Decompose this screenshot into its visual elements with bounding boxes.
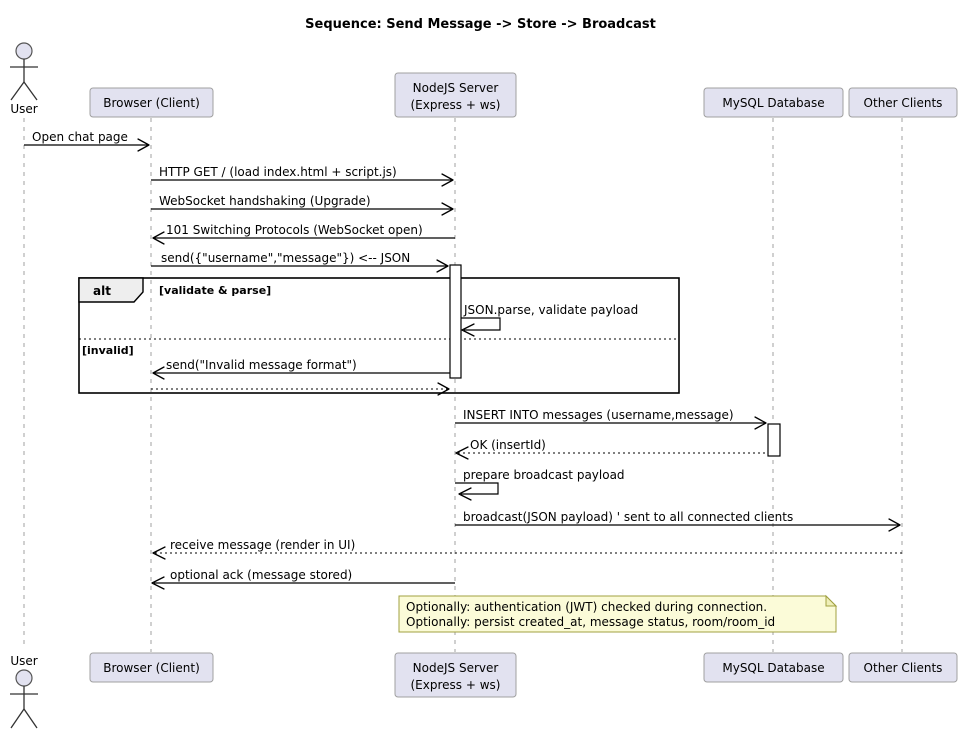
arrowhead-icon: [151, 576, 165, 590]
message-invalid-format[interactable]: send("Invalid message format"): [152, 358, 450, 380]
arrowhead-icon: [458, 487, 472, 501]
participant-header-server[interactable]: NodeJS Server (Express + ws): [394, 72, 517, 118]
arrowhead-icon: [441, 173, 454, 187]
participant-label-server-footer: NodeJS Server: [413, 661, 499, 675]
participant-label-browser: Browser (Client): [103, 96, 200, 110]
arrowhead-icon: [754, 416, 767, 430]
message-json-parse-validate[interactable]: JSON.parse, validate payload: [461, 303, 638, 337]
participant-header-mysql[interactable]: MySQL Database: [703, 87, 844, 118]
participant-footer-browser[interactable]: Browser (Client): [89, 652, 214, 683]
participant-sublabel-server-footer: (Express + ws): [411, 678, 501, 692]
alt-frame-tab: [78, 277, 144, 303]
participant-label-clients-footer: Other Clients: [864, 661, 943, 675]
message-label: OK (insertId): [470, 438, 546, 452]
participant-footer-mysql[interactable]: MySQL Database: [703, 652, 844, 683]
participant-label-mysql-footer: MySQL Database: [722, 661, 824, 675]
message-self-loop: [461, 317, 501, 331]
participant-box-server[interactable]: [394, 72, 517, 118]
message-implicit-return[interactable]: [151, 382, 450, 396]
message-broadcast-payload[interactable]: broadcast(JSON payload) ' sent to all co…: [455, 510, 901, 532]
actor-leg-left-icon: [10, 708, 25, 729]
arrowhead-icon: [137, 138, 150, 152]
message-101-switching-protocols[interactable]: 101 Switching Protocols (WebSocket open): [152, 223, 455, 245]
message-label: 101 Switching Protocols (WebSocket open): [166, 223, 423, 237]
actor-leg-left-icon: [10, 81, 25, 101]
participant-label-user-footer: User: [10, 654, 37, 668]
alt-fragment: alt [validate & parse] [invalid]: [78, 277, 680, 394]
message-send-json[interactable]: send({"username","message"}) <-- JSON: [151, 251, 449, 273]
arrowhead-icon: [152, 366, 165, 380]
message-label: prepare broadcast payload: [463, 468, 625, 482]
message-insert-into-messages[interactable]: INSERT INTO messages (username,message): [455, 408, 767, 430]
participant-label-user: User: [10, 102, 37, 116]
arrowhead-icon: [436, 259, 449, 273]
participant-box-mysql-footer[interactable]: [703, 652, 844, 683]
participant-box-server-footer[interactable]: [394, 652, 517, 698]
message-websocket-handshaking[interactable]: WebSocket handshaking (Upgrade): [151, 194, 454, 216]
message-http-get[interactable]: HTTP GET / (load index.html + script.js): [151, 165, 454, 187]
participant-footer-clients[interactable]: Other Clients: [848, 652, 958, 683]
message-label: optional ack (message stored): [170, 568, 352, 582]
participant-sublabel-server: (Express + ws): [411, 98, 501, 112]
message-label: send("Invalid message format"): [166, 358, 357, 372]
message-self-loop: [455, 482, 499, 495]
activation-bar-mysql: [767, 423, 781, 457]
participant-header-user[interactable]: User: [10, 42, 38, 116]
message-label: broadcast(JSON payload) ' sent to all co…: [463, 510, 793, 524]
arrowhead-icon: [152, 231, 165, 245]
participant-box-clients[interactable]: [848, 87, 958, 118]
message-label: Open chat page: [32, 130, 128, 144]
arrowhead-icon: [455, 446, 469, 460]
message-label: JSON.parse, validate payload: [463, 303, 638, 317]
note-body: [398, 595, 837, 633]
participant-label-mysql: MySQL Database: [722, 96, 824, 110]
actor-head-icon: [15, 669, 33, 687]
page-title: Sequence: Send Message -> Store -> Broad…: [305, 17, 656, 32]
note-line-1: Optionally: authentication (JWT) checked…: [406, 600, 767, 614]
message-label: send({"username","message"}) <-- JSON: [161, 251, 410, 265]
actor-leg-right-icon: [23, 81, 38, 101]
message-prepare-broadcast-payload[interactable]: prepare broadcast payload: [455, 468, 625, 501]
participant-label-clients: Other Clients: [864, 96, 943, 110]
arrowhead-icon: [461, 323, 475, 337]
arrowhead-icon: [441, 202, 454, 216]
note-line-2: Optionally: persist created_at, message …: [406, 615, 775, 629]
arrowhead-icon: [152, 546, 166, 560]
participant-label-browser-footer: Browser (Client): [103, 661, 200, 675]
message-label: INSERT INTO messages (username,message): [463, 408, 734, 422]
message-optional-ack[interactable]: optional ack (message stored): [151, 568, 455, 590]
alt-frame-guard-else: [invalid]: [82, 344, 134, 357]
activation-bar-server: [449, 264, 462, 379]
message-ok-insertid[interactable]: OK (insertId): [455, 438, 768, 460]
participant-header-clients[interactable]: Other Clients: [848, 87, 958, 118]
arrowhead-icon: [888, 518, 901, 532]
alt-frame-border: [78, 277, 680, 394]
alt-frame-keyword: alt: [93, 284, 111, 298]
participant-footer-server[interactable]: NodeJS Server (Express + ws): [394, 652, 517, 698]
participant-box-browser[interactable]: [89, 87, 214, 118]
participant-footer-user[interactable]: User: [10, 654, 38, 729]
participant-box-browser-footer[interactable]: [89, 652, 214, 683]
actor-head-icon: [15, 42, 33, 60]
message-receive-message[interactable]: receive message (render in UI): [152, 538, 902, 560]
note-fold-corner-icon: [825, 594, 838, 607]
participant-box-mysql[interactable]: [703, 87, 844, 118]
participant-label-server: NodeJS Server: [413, 81, 499, 95]
alt-frame-guard-primary: [validate & parse]: [159, 284, 271, 297]
message-label: WebSocket handshaking (Upgrade): [159, 194, 371, 208]
message-open-chat-page[interactable]: Open chat page: [24, 130, 150, 152]
arrowhead-icon: [437, 382, 450, 396]
message-label: receive message (render in UI): [170, 538, 355, 552]
lifelines: [23, 118, 903, 652]
participant-header-browser[interactable]: Browser (Client): [89, 87, 214, 118]
note-optional-features: Optionally: authentication (JWT) checked…: [398, 594, 838, 633]
message-label: HTTP GET / (load index.html + script.js): [159, 165, 397, 179]
actor-leg-right-icon: [23, 708, 38, 729]
participant-box-clients-footer[interactable]: [848, 652, 958, 683]
